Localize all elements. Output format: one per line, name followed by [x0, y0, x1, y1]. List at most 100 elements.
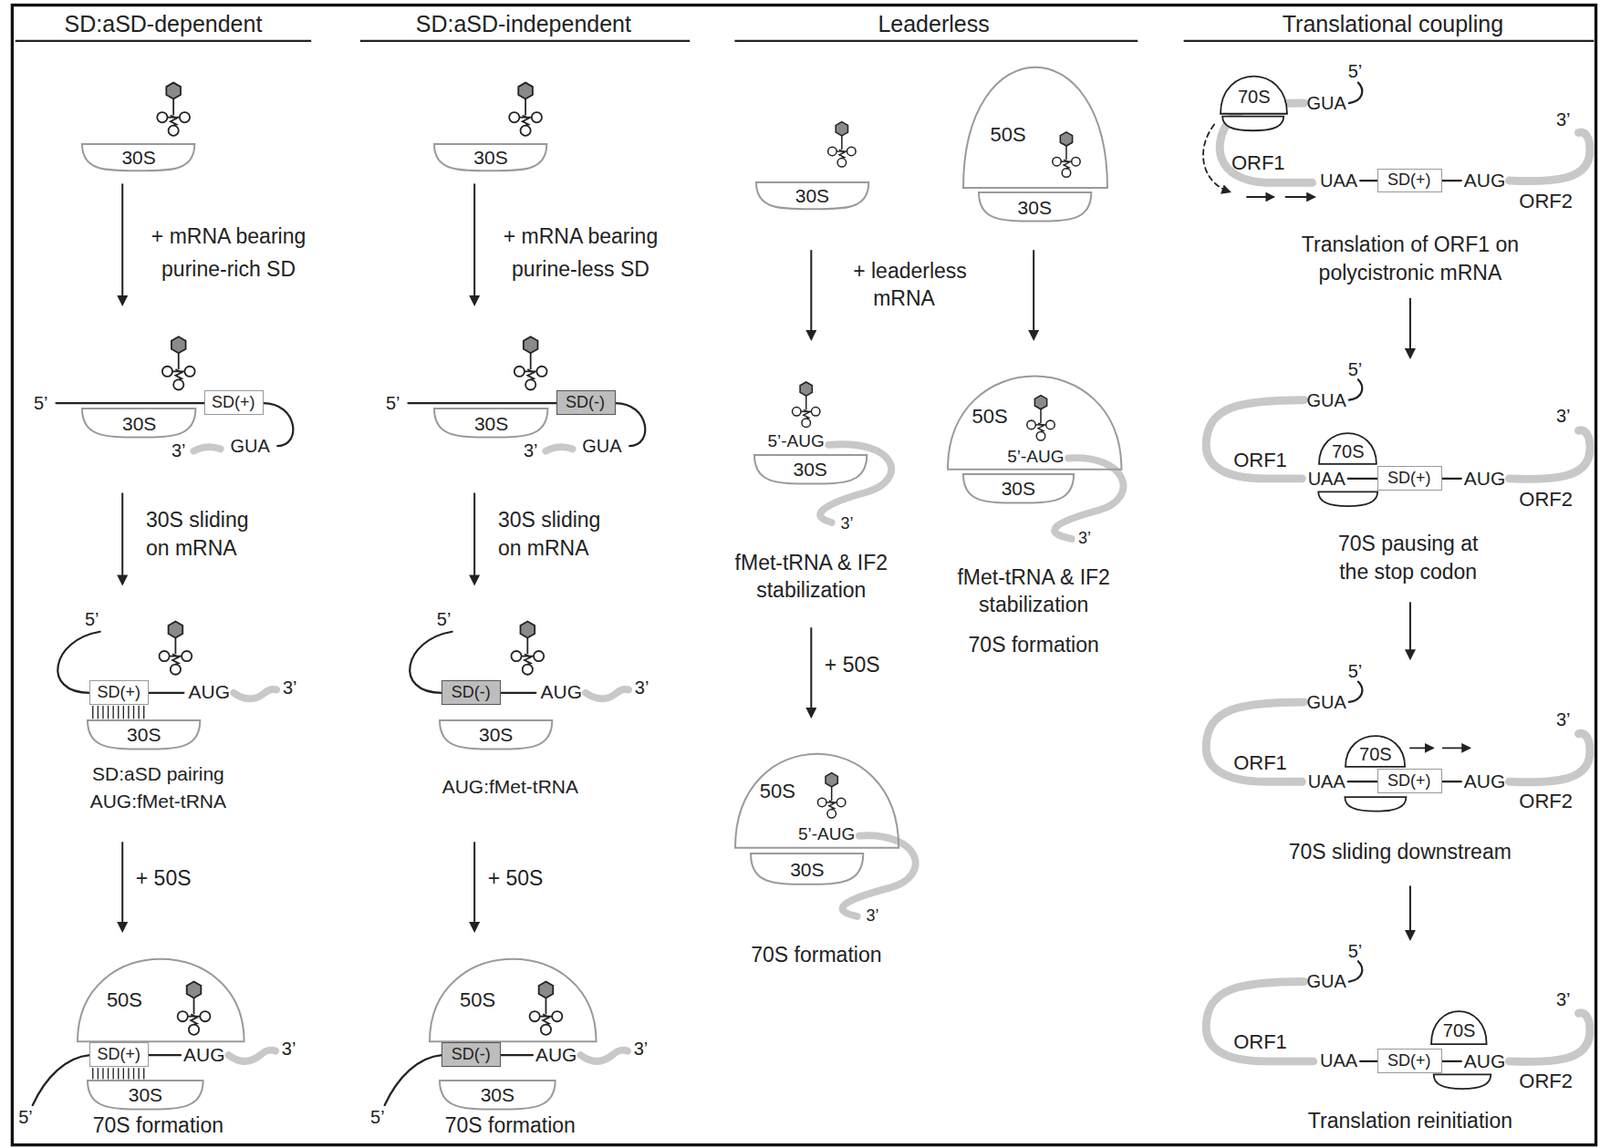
subunit-label: 30S [789, 859, 824, 882]
annotation: AUG [183, 1043, 226, 1067]
step-arrows [122, 183, 1411, 939]
utr-line [500, 1054, 533, 1057]
subunit-label: 30S [480, 1084, 515, 1107]
ribosome-70s: 70S [1219, 73, 1289, 115]
large-subunit: 50S [428, 954, 598, 1043]
small-subunit [1222, 116, 1284, 132]
step-arrow [1409, 885, 1412, 939]
trna-icon [817, 773, 845, 819]
utr-line [500, 692, 536, 695]
subunit-label: 50S [990, 123, 1027, 146]
step-caption: Translation of ORF1 on polycistronic mRN… [1288, 230, 1531, 288]
annotation: AUG [1464, 467, 1507, 490]
step-caption: 30S sliding on mRNA [498, 506, 615, 564]
trna-icon [529, 982, 563, 1036]
annotation: 3’ [1556, 988, 1571, 1011]
trna-icon [791, 382, 820, 427]
small-subunit: 30S [86, 1080, 205, 1112]
small-subunit: 30S [749, 852, 864, 886]
annotation: UAA [1308, 770, 1346, 793]
orf-line [1508, 132, 1590, 182]
heading-rule [15, 40, 1595, 42]
subunit-label: 30S [473, 146, 508, 169]
small-subunit: 30S [438, 1080, 557, 1112]
subunit-label: 70S [1237, 86, 1271, 108]
annotation: 5’ [436, 608, 452, 631]
frame [11, 5, 1596, 1146]
subunit-label: 30S [792, 458, 827, 481]
annotation: ORF2 [1518, 488, 1573, 512]
subunit-label: SD(+) [1387, 771, 1432, 791]
step-arrow [121, 493, 124, 585]
subunit-label: 30S [126, 724, 161, 747]
ribosome-70s: 70S [1344, 734, 1406, 769]
sd-dependent-mrna [32, 403, 294, 1106]
subunit-label: 70S [1331, 441, 1365, 463]
subunit-label: 30S [121, 146, 156, 169]
sd-box: SD(+) [1377, 168, 1442, 194]
panel-heading: Translational coupling [1282, 10, 1504, 38]
small-subunit: 30S [433, 143, 548, 172]
subunit-label: 70S [1359, 744, 1393, 766]
annotation: + 50S [135, 866, 192, 893]
orf-line [1508, 430, 1590, 480]
orf-line [1205, 400, 1304, 479]
small-subunit: 30S [81, 407, 197, 439]
coding-line [233, 689, 277, 699]
small-subunit [1318, 491, 1378, 507]
annotation: GUA [1307, 389, 1347, 412]
annotation: AUG [1464, 769, 1507, 793]
step-arrow [473, 493, 476, 585]
orf-line [1205, 982, 1313, 1062]
annotation: 5’ [385, 392, 401, 415]
step-caption: SD:aSD pairing AUG:fMet-tRNA [73, 760, 243, 815]
small-subunit-shape [750, 853, 863, 885]
subunit-label: SD(+) [1387, 468, 1432, 489]
base-pairing [93, 706, 145, 718]
small-subunit-shape [439, 720, 552, 750]
annotation: UAA [1319, 169, 1358, 192]
subunit-label: 30S [478, 724, 513, 747]
trna-icon [159, 622, 193, 676]
annotation: ORF1 [1233, 1030, 1288, 1055]
annotation: 70S sliding downstream [1288, 840, 1512, 866]
annotation: GUA [1307, 92, 1347, 115]
coding-line [580, 1050, 627, 1062]
step-arrow [1032, 249, 1035, 339]
step-arrow [473, 183, 476, 304]
trna-icon [828, 122, 856, 167]
leaderless-mrna [820, 444, 1123, 917]
step-arrow [473, 841, 476, 931]
annotation: GUA [229, 435, 270, 458]
panel-heading: Leaderless [877, 10, 989, 38]
annotation: 5’-AUG [767, 431, 824, 453]
large-subunit-shape [429, 959, 597, 1042]
annotation: 3’ [281, 1038, 297, 1060]
subunit-label: 30S [128, 1084, 163, 1107]
annotation: 3’ [523, 439, 539, 462]
small-subunit-shape [439, 1080, 556, 1111]
annotation: 70S formation [93, 1113, 224, 1140]
annotation: 5’-AUG [1007, 446, 1064, 468]
annotation: 70S formation [445, 1113, 576, 1140]
utr-line [1349, 83, 1362, 104]
step-caption: 70S pausing at the stop codon [1323, 529, 1493, 587]
small-subunit [1433, 1074, 1492, 1090]
coding-line [228, 1050, 276, 1062]
step-arrow [121, 841, 124, 931]
orf-line [1508, 733, 1590, 783]
annotation: GUA [581, 435, 622, 458]
coding-line [545, 446, 572, 452]
sd-box: SD(+) [1377, 1049, 1442, 1074]
large-subunit: 50S [76, 954, 246, 1043]
sd-box: SD(+) [204, 390, 264, 416]
annotation: 70S formation [750, 943, 882, 969]
small-subunit: 30S [753, 454, 868, 486]
polycistronic-mrna [1203, 83, 1590, 1090]
annotation: ORF2 [1518, 1070, 1573, 1094]
utr-line [384, 1055, 443, 1106]
small-subunit-shape [434, 144, 547, 171]
orf-line [1508, 1013, 1590, 1063]
step-caption: 30S sliding on mRNA [145, 506, 263, 564]
panel-heading: SD:aSD-dependent [64, 10, 263, 38]
